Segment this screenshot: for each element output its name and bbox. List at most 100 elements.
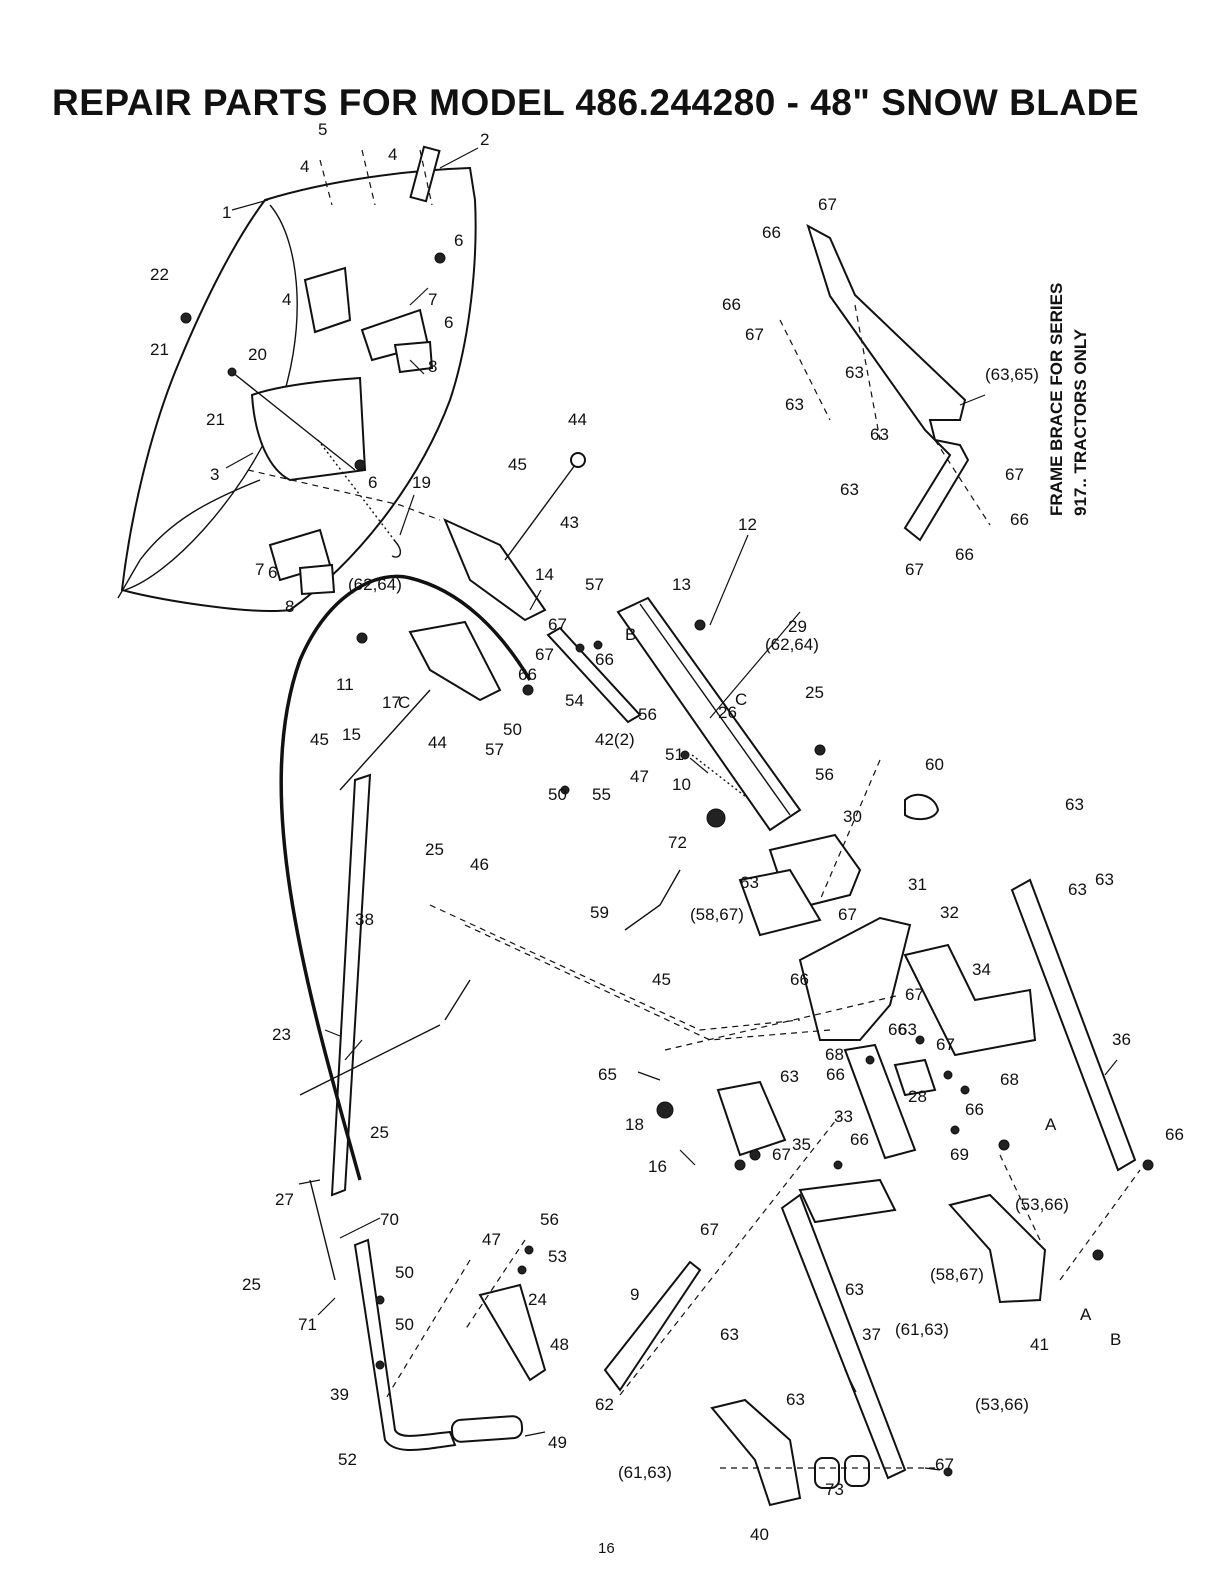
callout: 22 bbox=[150, 265, 169, 284]
callout: 72 bbox=[668, 833, 687, 852]
part-48-latch bbox=[478, 1283, 547, 1382]
part-23-cable bbox=[279, 574, 532, 1181]
callout: 66 bbox=[518, 665, 537, 684]
callout: 67 bbox=[772, 1145, 791, 1164]
callout: 25 bbox=[370, 1123, 389, 1142]
callout: (58,67) bbox=[930, 1265, 984, 1284]
callout: 45 bbox=[508, 455, 527, 474]
part-40-bracket bbox=[710, 1398, 802, 1507]
callout: 36 bbox=[1112, 1030, 1131, 1049]
callout: 56 bbox=[540, 1210, 559, 1229]
part-8-skid-shoe-upper bbox=[393, 340, 434, 374]
part-19-spring bbox=[317, 439, 402, 558]
callout: 10 bbox=[672, 775, 691, 794]
callout: 66 bbox=[850, 1130, 869, 1149]
part-8-skid-shoe-lower bbox=[298, 563, 336, 596]
callout: 67 bbox=[838, 905, 857, 924]
callout: 66 bbox=[595, 650, 614, 669]
part-41-bracket bbox=[948, 1193, 1047, 1304]
callout: 1 bbox=[222, 203, 231, 222]
part-lever-c bbox=[444, 979, 471, 1021]
callout: 6 bbox=[444, 313, 453, 332]
callout: 50 bbox=[395, 1315, 414, 1334]
callout: 66 bbox=[762, 223, 781, 242]
callout: (63,65) bbox=[985, 365, 1039, 384]
callout: 67 bbox=[548, 615, 567, 634]
callout: 23 bbox=[272, 1025, 291, 1044]
part-38-lift-rod bbox=[330, 773, 372, 1197]
callout: 26 bbox=[718, 703, 737, 722]
callout: 56 bbox=[638, 705, 657, 724]
callout: 63 bbox=[1095, 870, 1114, 889]
part-70-spacers bbox=[814, 1455, 870, 1489]
callout: 9 bbox=[630, 1285, 639, 1304]
callout: 66 bbox=[826, 1065, 845, 1084]
callout: 4 bbox=[282, 290, 291, 309]
part-32-bracket bbox=[903, 943, 1037, 1057]
part-10-spring bbox=[691, 754, 751, 801]
callout: 45 bbox=[310, 730, 329, 749]
callout: 7 bbox=[255, 560, 264, 579]
callout: 13 bbox=[672, 575, 691, 594]
callout: 5 bbox=[318, 120, 327, 139]
callout: 47 bbox=[630, 767, 649, 786]
callout: 16 bbox=[648, 1157, 667, 1176]
callout: 63 bbox=[740, 873, 759, 892]
callout: 6 bbox=[368, 473, 377, 492]
callout: 34 bbox=[972, 960, 991, 979]
leader-lines bbox=[225, 147, 1118, 1471]
part-14-pivot-plate bbox=[443, 518, 547, 622]
callout: 8 bbox=[285, 597, 294, 616]
callout: 59 bbox=[590, 903, 609, 922]
callout: 70 bbox=[380, 1210, 399, 1229]
part-33-plate bbox=[843, 1043, 917, 1160]
callout: 12 bbox=[738, 515, 757, 534]
callout: 48 bbox=[550, 1335, 569, 1354]
part-29-frame-channel bbox=[616, 596, 802, 832]
part-36-push-arm bbox=[1010, 878, 1137, 1172]
callout: 27 bbox=[275, 1190, 294, 1209]
callout: 50 bbox=[548, 785, 567, 804]
callout: 67 bbox=[818, 195, 837, 214]
callout: 29 bbox=[788, 617, 807, 636]
callout: 4 bbox=[388, 145, 397, 164]
callout: 68 bbox=[825, 1045, 844, 1064]
callout: 66 bbox=[722, 295, 741, 314]
callout: 67 bbox=[700, 1220, 719, 1239]
callout: 55 bbox=[592, 785, 611, 804]
callout: B bbox=[625, 625, 636, 644]
callout: 17 bbox=[382, 693, 401, 712]
callout: 60 bbox=[925, 755, 944, 774]
callout: C bbox=[398, 693, 410, 712]
callout: 69 bbox=[950, 1145, 969, 1164]
callout: 4 bbox=[300, 157, 309, 176]
callout: 63 bbox=[720, 1325, 739, 1344]
callout: 63 bbox=[1068, 880, 1087, 899]
callout: 66 bbox=[790, 970, 809, 989]
callout: 46 bbox=[470, 855, 489, 874]
part-59-handle bbox=[624, 869, 681, 931]
callout: 24 bbox=[528, 1290, 547, 1309]
callout: 49 bbox=[548, 1433, 567, 1452]
callout: 63 bbox=[840, 480, 859, 499]
callout: 35 bbox=[792, 1135, 811, 1154]
callout: 15 bbox=[342, 725, 361, 744]
page-number: 16 bbox=[598, 1540, 615, 1557]
callout: (62,64) bbox=[765, 635, 819, 654]
callout: 3 bbox=[210, 465, 219, 484]
callout: 31 bbox=[908, 875, 927, 894]
callout: 21 bbox=[150, 340, 169, 359]
callout: 47 bbox=[482, 1230, 501, 1249]
callout: 67 bbox=[745, 325, 764, 344]
part-73-frame-brace bbox=[806, 223, 970, 542]
callout: 54 bbox=[565, 691, 584, 710]
part-3-center-blade-bracket bbox=[250, 376, 367, 482]
callout: 40 bbox=[750, 1525, 769, 1544]
callout: 67 bbox=[905, 985, 924, 1004]
callout: 57 bbox=[485, 740, 504, 759]
callout: 43 bbox=[560, 513, 579, 532]
callout: 41 bbox=[1030, 1335, 1049, 1354]
callout: 19 bbox=[412, 473, 431, 492]
callout: 67 bbox=[936, 1035, 955, 1054]
